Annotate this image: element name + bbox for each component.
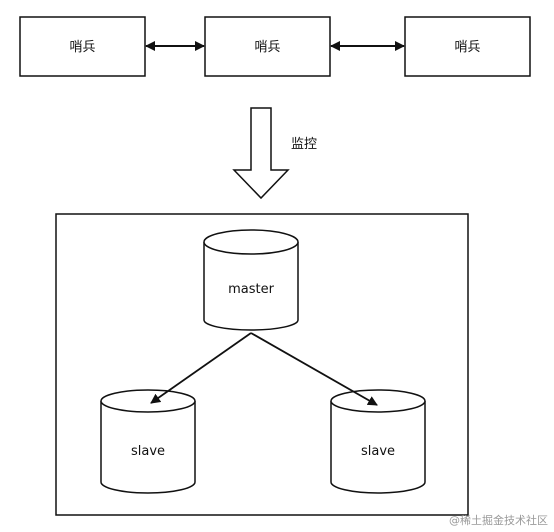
sentinel-label: 哨兵	[69, 40, 95, 55]
sentinel-label: 哨兵	[254, 40, 280, 55]
slave-label: slave	[131, 444, 165, 459]
slave-node-2: slave	[330, 389, 426, 494]
slave-node-1: slave	[100, 389, 196, 494]
sentinel-node-2: 哨兵	[204, 16, 331, 77]
master-node: master	[203, 229, 299, 331]
sentinel-label: 哨兵	[454, 40, 480, 55]
watermark: @稀土掘金技术社区	[449, 514, 548, 527]
monitor-arrow	[232, 107, 290, 200]
slave-label: slave	[361, 444, 395, 459]
sentinel-node-3: 哨兵	[404, 16, 531, 77]
master-label: master	[228, 282, 274, 297]
sentinel-node-1: 哨兵	[19, 16, 146, 77]
monitor-label: 监控	[291, 137, 317, 152]
replication-arrow-2	[250, 332, 378, 406]
replication-arrow-1	[150, 332, 252, 404]
